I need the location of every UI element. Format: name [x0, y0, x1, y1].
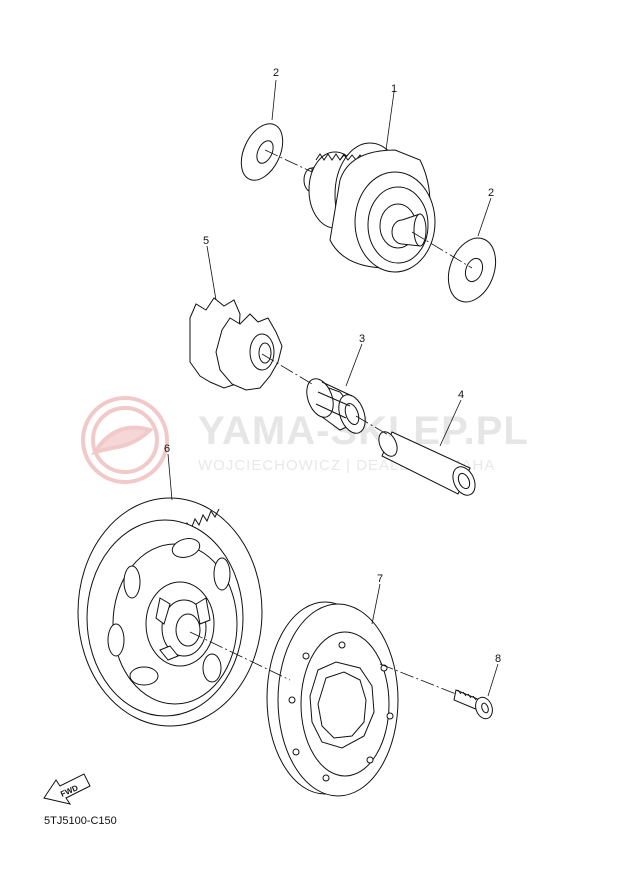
fwd-arrow-icon: FWD [43, 773, 91, 805]
diagram-code: 5TJ5100-C150 [44, 815, 117, 827]
callout-8: 8 [495, 653, 501, 665]
part-2-washer-lower [447, 237, 497, 303]
part-6-wheel-gear [77, 497, 263, 727]
watermark-logo [81, 396, 169, 484]
callout-3: 3 [359, 333, 365, 345]
callout-7: 7 [377, 573, 383, 585]
part-7-one-way-clutch [266, 601, 399, 797]
part-3-needle-bearing [306, 378, 366, 434]
callout-4: 4 [458, 389, 464, 401]
callout-1: 1 [391, 83, 397, 95]
part-1-clutch-gear-assembly [303, 142, 436, 273]
callout-leaders [167, 79, 499, 697]
part-5-double-gear [189, 297, 283, 391]
part-8-bolt [453, 689, 493, 720]
assembly-axis-lines [189, 149, 473, 695]
callout-labels: 1 2 2 3 4 5 6 7 8 [164, 67, 501, 665]
callout-5: 5 [203, 235, 209, 247]
part-2-washer-upper [240, 123, 284, 181]
part-4-shaft [378, 431, 476, 496]
callout-2-upper: 2 [273, 67, 279, 79]
callout-2-lower: 2 [488, 187, 494, 199]
callout-6: 6 [164, 443, 170, 455]
